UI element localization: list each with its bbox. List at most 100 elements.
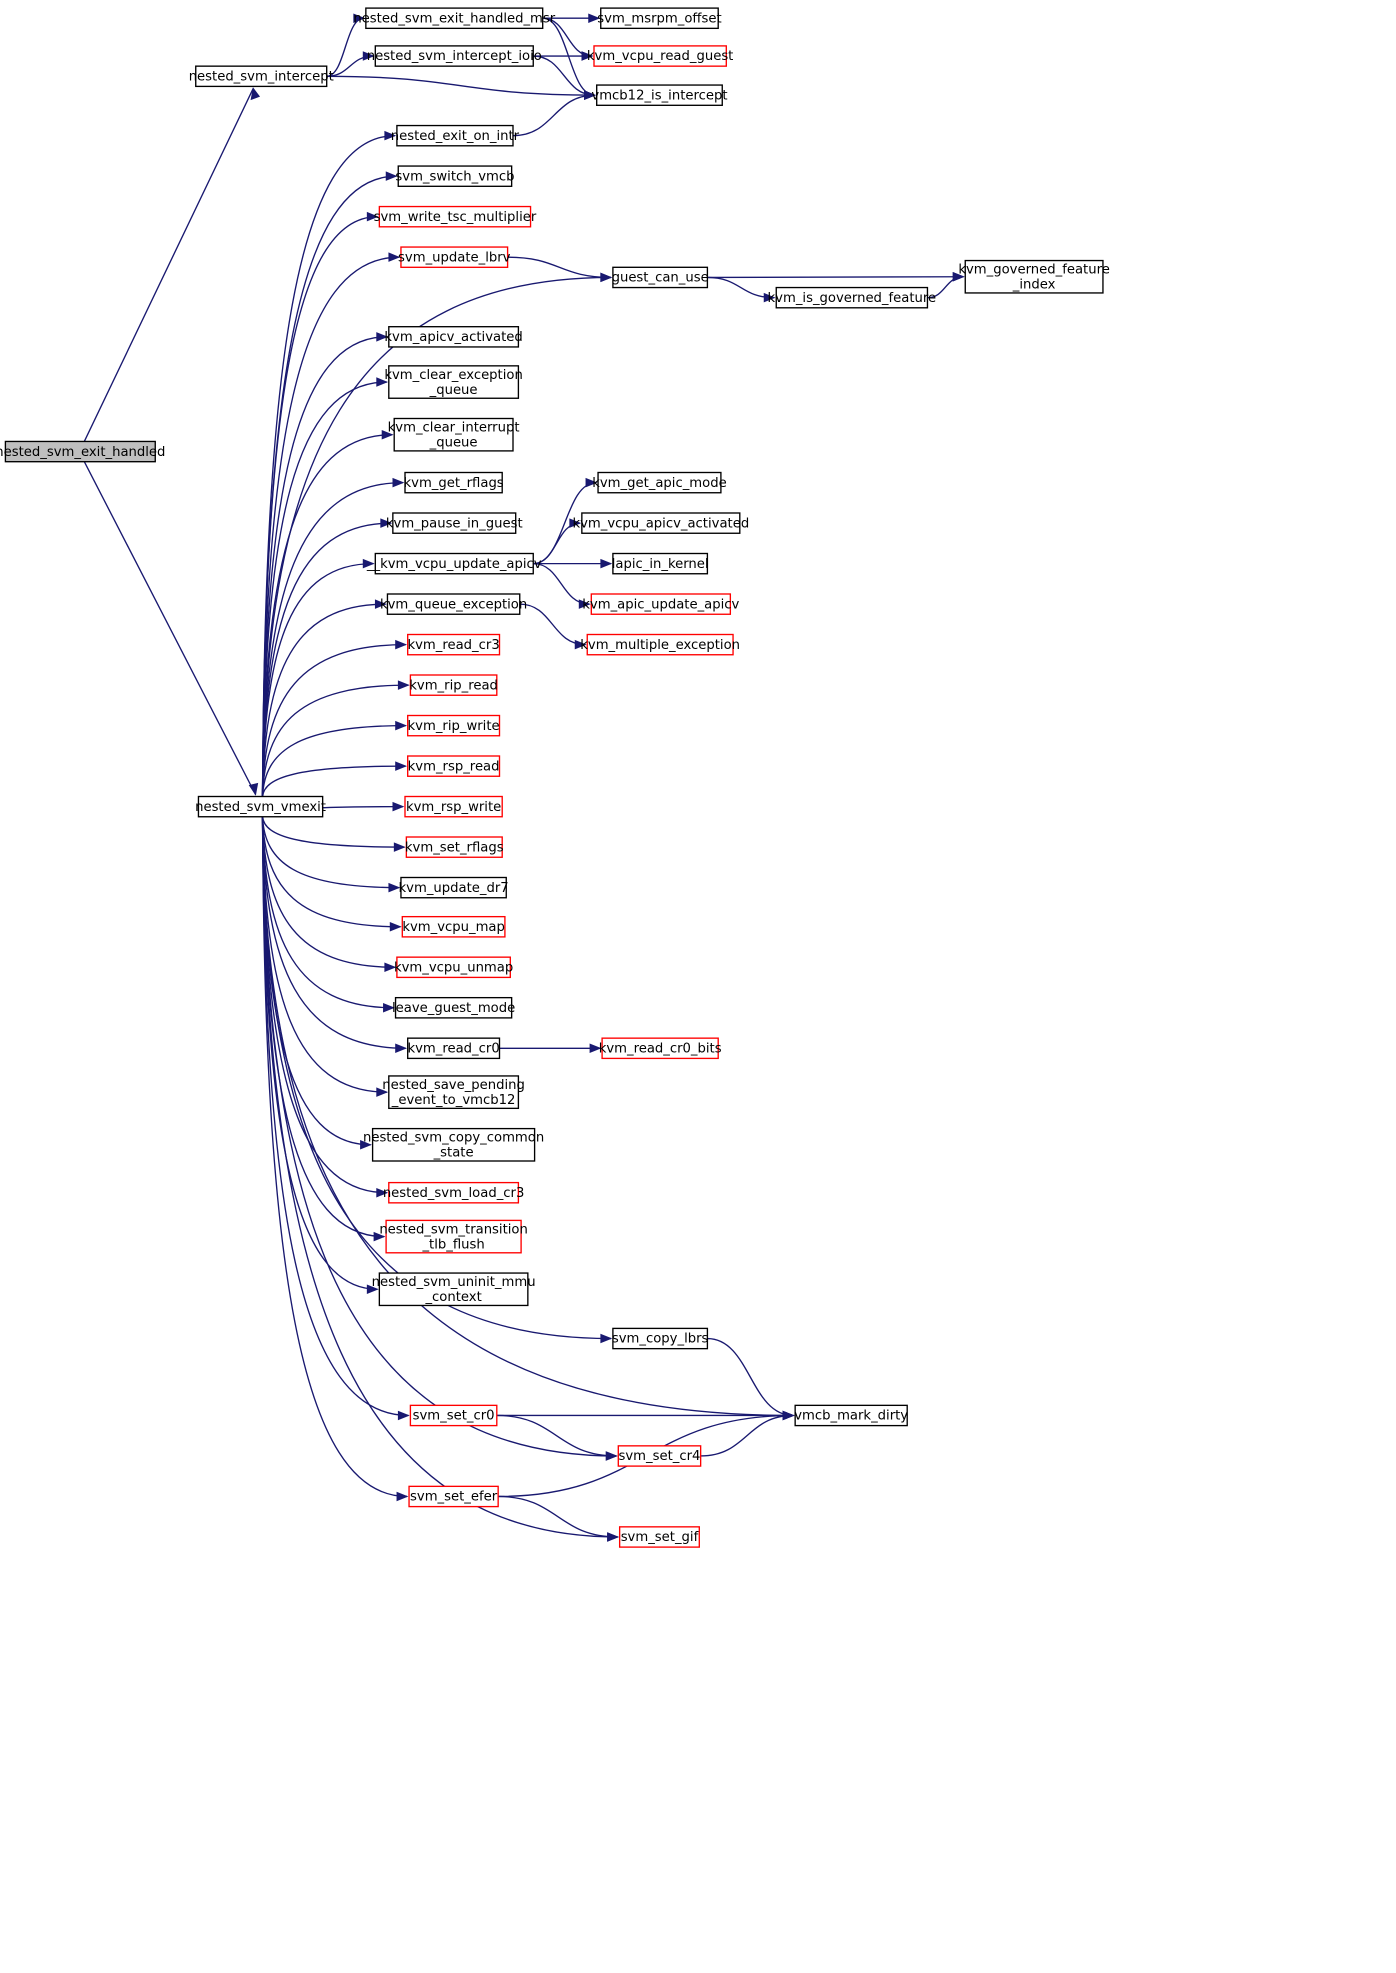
node-update_lbrv[interactable]: svm_update_lbrv (398, 246, 511, 268)
node-label: guest_can_use (612, 271, 709, 286)
node-uninit_mmu[interactable]: nested_svm_uninit_mmu_context (372, 1272, 536, 1307)
arrowhead (383, 1003, 395, 1013)
node-read_guest[interactable]: kvm_vcpu_read_guest (587, 45, 733, 67)
node-write_tsc[interactable]: svm_write_tsc_multiplier (374, 205, 537, 228)
node-intercept_ioio[interactable]: nested_svm_intercept_ioio (367, 45, 542, 67)
node-rsp_write[interactable]: kvm_rsp_write (404, 795, 503, 818)
node-box (408, 1485, 499, 1508)
node-label: svm_write_tsc_multiplier (374, 210, 537, 225)
node-get_rflags[interactable]: kvm_get_rflags (404, 471, 504, 494)
nodes-layer: nested_svm_exit_handled nested_svm_interc… (0, 7, 1110, 1548)
node-clear_exception[interactable]: kvm_clear_exception_queue (384, 365, 523, 399)
node-update_apicv[interactable]: __kvm_vcpu_update_apicv (366, 552, 542, 575)
node-label: kvm_vcpu_map (402, 920, 505, 935)
node-transition_tlb[interactable]: nested_svm_transition_tlb_flush (379, 1219, 528, 1254)
node-label: nested_svm_intercept (189, 69, 334, 84)
node-box (593, 45, 727, 67)
node-vcpu_map[interactable]: kvm_vcpu_map (401, 915, 506, 938)
node-msrpm_offset[interactable]: svm_msrpm_offset (597, 7, 722, 30)
edge-update_apicv-to-apic_update_apicv (533, 562, 591, 609)
arrowhead (605, 1451, 618, 1461)
edge-vmexit-to-read_cr0 (261, 816, 408, 1054)
node-label: kvm_is_governed_feature (768, 291, 937, 306)
arrowhead (585, 477, 598, 488)
node-exit_msr[interactable]: nested_svm_exit_handled_msr (353, 7, 556, 30)
node-set_cr4[interactable]: svm_set_cr4 (617, 1445, 702, 1467)
node-box (393, 417, 514, 452)
node-label: kvm_governed_feature (958, 262, 1109, 277)
node-label: svm_copy_lbrs (612, 1332, 709, 1347)
node-switch_vmcb[interactable]: svm_switch_vmcb (395, 165, 514, 187)
node-mark_dirty[interactable]: vmcb_mark_dirty (794, 1404, 908, 1427)
arrowhead (362, 51, 375, 61)
arrowhead (395, 761, 408, 771)
node-clear_interrupt[interactable]: kvm_clear_interrupt_queue (388, 417, 520, 452)
node-exit_on_intr[interactable]: nested_exit_on_intr (391, 124, 520, 147)
node-label: kvm_get_rflags (404, 476, 504, 491)
node-save_pending[interactable]: nested_save_pending_event_to_vmcb12 (382, 1075, 525, 1110)
node-vcpu_apicv_activated[interactable]: kvm_vcpu_apicv_activated (572, 512, 749, 534)
node-box (407, 755, 501, 777)
node-pause_in_guest[interactable]: kvm_pause_in_guest (386, 512, 523, 534)
node-apicv_activated[interactable]: kvm_apicv_activated (384, 326, 523, 348)
node-set_cr0[interactable]: svm_set_cr0 (409, 1404, 498, 1427)
node-leave_guest_mode[interactable]: leave_guest_mode (392, 996, 515, 1019)
arrowhead (248, 782, 259, 796)
node-label: kvm_get_apic_mode (592, 476, 727, 491)
node-label: svm_update_lbrv (398, 250, 511, 265)
node-rsp_read[interactable]: kvm_rsp_read (407, 755, 501, 777)
node-label: kvm_vcpu_apicv_activated (572, 516, 749, 531)
arrowhead (574, 639, 587, 650)
node-label: _index (1012, 277, 1056, 292)
node-rip_read[interactable]: kvm_rip_read (409, 674, 498, 696)
node-label: kvm_apicv_activated (384, 330, 522, 345)
arrowhead (393, 842, 406, 852)
node-guest_can_use[interactable]: guest_can_use (612, 266, 709, 289)
node-box (388, 365, 520, 399)
node-update_dr7[interactable]: kvm_update_dr7 (399, 876, 509, 899)
node-vmexit[interactable]: nested_svm_vmexit (195, 795, 326, 818)
node-vcpu_unmap[interactable]: kvm_vcpu_unmap (394, 956, 513, 979)
edge-vmexit-to-set_rflags (261, 816, 406, 852)
node-lapic_in_kernel[interactable]: lapic_in_kernel (612, 552, 709, 575)
node-box (374, 45, 534, 67)
node-apic_update_apicv[interactable]: kvm_apic_update_apicv (582, 593, 740, 615)
node-box (618, 1526, 700, 1548)
node-set_gif[interactable]: svm_set_gif (618, 1526, 700, 1548)
node-box (195, 65, 328, 88)
node-label: kvm_read_cr3 (407, 638, 499, 653)
node-queue_exception[interactable]: kvm_queue_exception (380, 593, 527, 615)
node-get_apic_mode[interactable]: kvm_get_apic_mode (592, 471, 727, 494)
node-copy_lbrs[interactable]: svm_copy_lbrs (612, 1327, 709, 1350)
node-read_cr0_bits[interactable]: kvm_read_cr0_bits (599, 1037, 722, 1060)
node-read_cr3[interactable]: kvm_read_cr3 (407, 633, 501, 656)
node-box (388, 1075, 520, 1110)
node-copy_common[interactable]: nested_svm_copy_common_state (363, 1127, 544, 1162)
node-box (794, 1404, 908, 1427)
node-is_governed[interactable]: kvm_is_governed_feature (768, 286, 937, 309)
node-root[interactable]: nested_svm_exit_handled (0, 440, 165, 463)
node-box (407, 633, 501, 656)
node-label: kvm_rip_write (408, 719, 500, 734)
node-read_cr0[interactable]: kvm_read_cr0 (407, 1037, 501, 1060)
node-intercept[interactable]: nested_svm_intercept (189, 65, 334, 88)
node-vmcb12_is_intercept[interactable]: vmcb12_is_intercept (591, 84, 728, 106)
node-set_rflags[interactable]: kvm_set_rflags (405, 836, 504, 858)
node-rip_write[interactable]: kvm_rip_write (407, 714, 501, 737)
node-box (400, 876, 507, 899)
edge-root-to-vmexit (83, 461, 259, 796)
arrowhead (362, 558, 375, 569)
node-label: svm_switch_vmcb (395, 169, 514, 184)
edge-vmexit-to-clear_exception (261, 377, 389, 797)
node-box (775, 286, 929, 309)
node-label: nested_svm_vmexit (195, 800, 326, 815)
node-governed_index[interactable]: kvm_governed_feature_index (958, 259, 1110, 294)
node-box (378, 1272, 529, 1307)
node-label: _context (424, 1290, 481, 1305)
node-set_efer[interactable]: svm_set_efer (408, 1485, 499, 1508)
node-multiple_exception[interactable]: kvm_multiple_exception (580, 633, 740, 656)
node-load_cr3[interactable]: nested_svm_load_cr3 (383, 1181, 525, 1204)
arrowhead (782, 1410, 795, 1421)
arrowhead (360, 1140, 372, 1150)
